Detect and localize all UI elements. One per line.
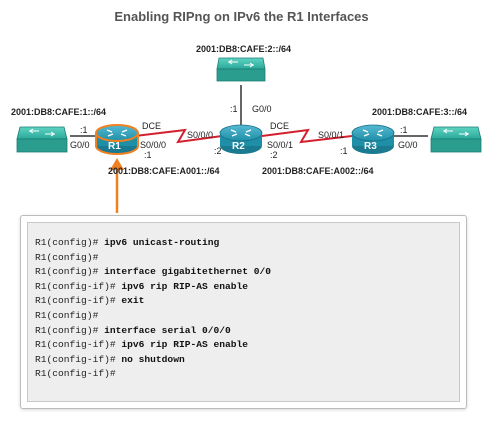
r1-g00-if-label: G0/0 xyxy=(70,140,90,150)
cli-line: R1(config)# interface serial 0/0/0 xyxy=(35,324,271,339)
cli-prompt: R1(config-if)# xyxy=(35,280,116,292)
cli-prompt: R1(config-if)# xyxy=(35,368,116,380)
r2-s000-host-label: :2 xyxy=(214,146,222,156)
diagram-title: Enabling RIPng on IPv6 the R1 Interfaces xyxy=(114,9,369,24)
topology-diagram xyxy=(16,57,482,213)
router-r2-label: R2 xyxy=(232,141,245,152)
r1-s000-if-label: S0/0/0 xyxy=(140,140,167,150)
r3-s001-if-label: S0/0/1 xyxy=(318,130,345,140)
cli-line: R1(config-if)# no shutdown xyxy=(35,353,271,368)
r2-dce-label: DCE xyxy=(270,121,290,131)
cli-line: R1(config)# ipv6 unicast-routing xyxy=(35,236,271,251)
r1-g00-host-label: :1 xyxy=(80,125,88,135)
cli-line: R1(config)# xyxy=(35,251,271,266)
cli-prompt: R1(config-if)# xyxy=(35,295,116,307)
pointer-arrow xyxy=(110,158,124,213)
cli-prompt: R1(config-if)# xyxy=(35,353,116,365)
r3-g00-if-label: G0/0 xyxy=(398,140,418,150)
cli-prompt: R1(config)# xyxy=(35,324,99,336)
cli-command: no shutdown xyxy=(121,353,185,365)
r2-s001-if-label: S0/0/1 xyxy=(267,140,294,150)
cli-prompt: R1(config)# xyxy=(35,309,99,321)
cli-line: R1(config-if)# ipv6 rip RIP-AS enable xyxy=(35,280,271,295)
cli-command: interface serial 0/0/0 xyxy=(104,324,231,336)
cli-line: R1(config)# xyxy=(35,309,271,324)
cli-line: R1(config)# interface gigabitethernet 0/… xyxy=(35,265,271,280)
cli-prompt: R1(config)# xyxy=(35,251,99,263)
cli-command: ipv6 unicast-routing xyxy=(104,237,220,248)
r2-g00-if-label: G0/0 xyxy=(252,104,272,114)
ethernet-links xyxy=(70,85,428,137)
cli-line: R1(config-if)# xyxy=(35,367,271,382)
r2-g00-host-label: :1 xyxy=(230,104,238,114)
switch-lan1 xyxy=(16,126,68,153)
switch-lan2 xyxy=(216,57,266,82)
r2-s001-host-label: :2 xyxy=(270,150,278,160)
cli-line: R1(config-if)# ipv6 rip RIP-AS enable xyxy=(35,338,271,353)
cli-command: ipv6 rip RIP-AS enable xyxy=(121,280,249,292)
cli-command: ipv6 rip RIP-AS enable xyxy=(121,339,249,351)
router-r1-label: R1 xyxy=(108,141,121,152)
r2-s000-if-label: S0/0/0 xyxy=(187,130,214,140)
router-r3-label: R3 xyxy=(364,141,377,152)
router-r1 xyxy=(95,124,139,155)
r1-s000-host-label: :1 xyxy=(144,150,152,160)
network-wan2-label: 2001:DB8:CAFE:A002::/64 xyxy=(262,166,374,176)
cli-prompt: R1(config)# xyxy=(35,266,99,278)
router-r2 xyxy=(219,124,263,154)
cli-line: R1(config-if)# exit xyxy=(35,294,271,309)
network-lan1-label: 2001:DB8:CAFE:1::/64 xyxy=(11,107,107,117)
cli-command: interface gigabitethernet 0/0 xyxy=(104,266,272,278)
cli-prompt: R1(config-if)# xyxy=(35,339,116,351)
serial-links xyxy=(134,128,353,144)
cli-command: exit xyxy=(121,295,145,307)
switch-lan3 xyxy=(430,126,482,153)
cli-prompt: R1(config)# xyxy=(35,237,99,248)
router-r3 xyxy=(351,124,395,154)
r3-g00-host-label: :1 xyxy=(400,125,408,135)
r3-s001-host-label: :1 xyxy=(340,146,348,156)
r1-dce-label: DCE xyxy=(142,121,162,131)
network-wan1-label: 2001:DB8:CAFE:A001::/64 xyxy=(108,166,220,176)
network-lan3-label: 2001:DB8:CAFE:3::/64 xyxy=(372,107,468,117)
network-lan2-label: 2001:DB8:CAFE:2::/64 xyxy=(196,44,292,54)
